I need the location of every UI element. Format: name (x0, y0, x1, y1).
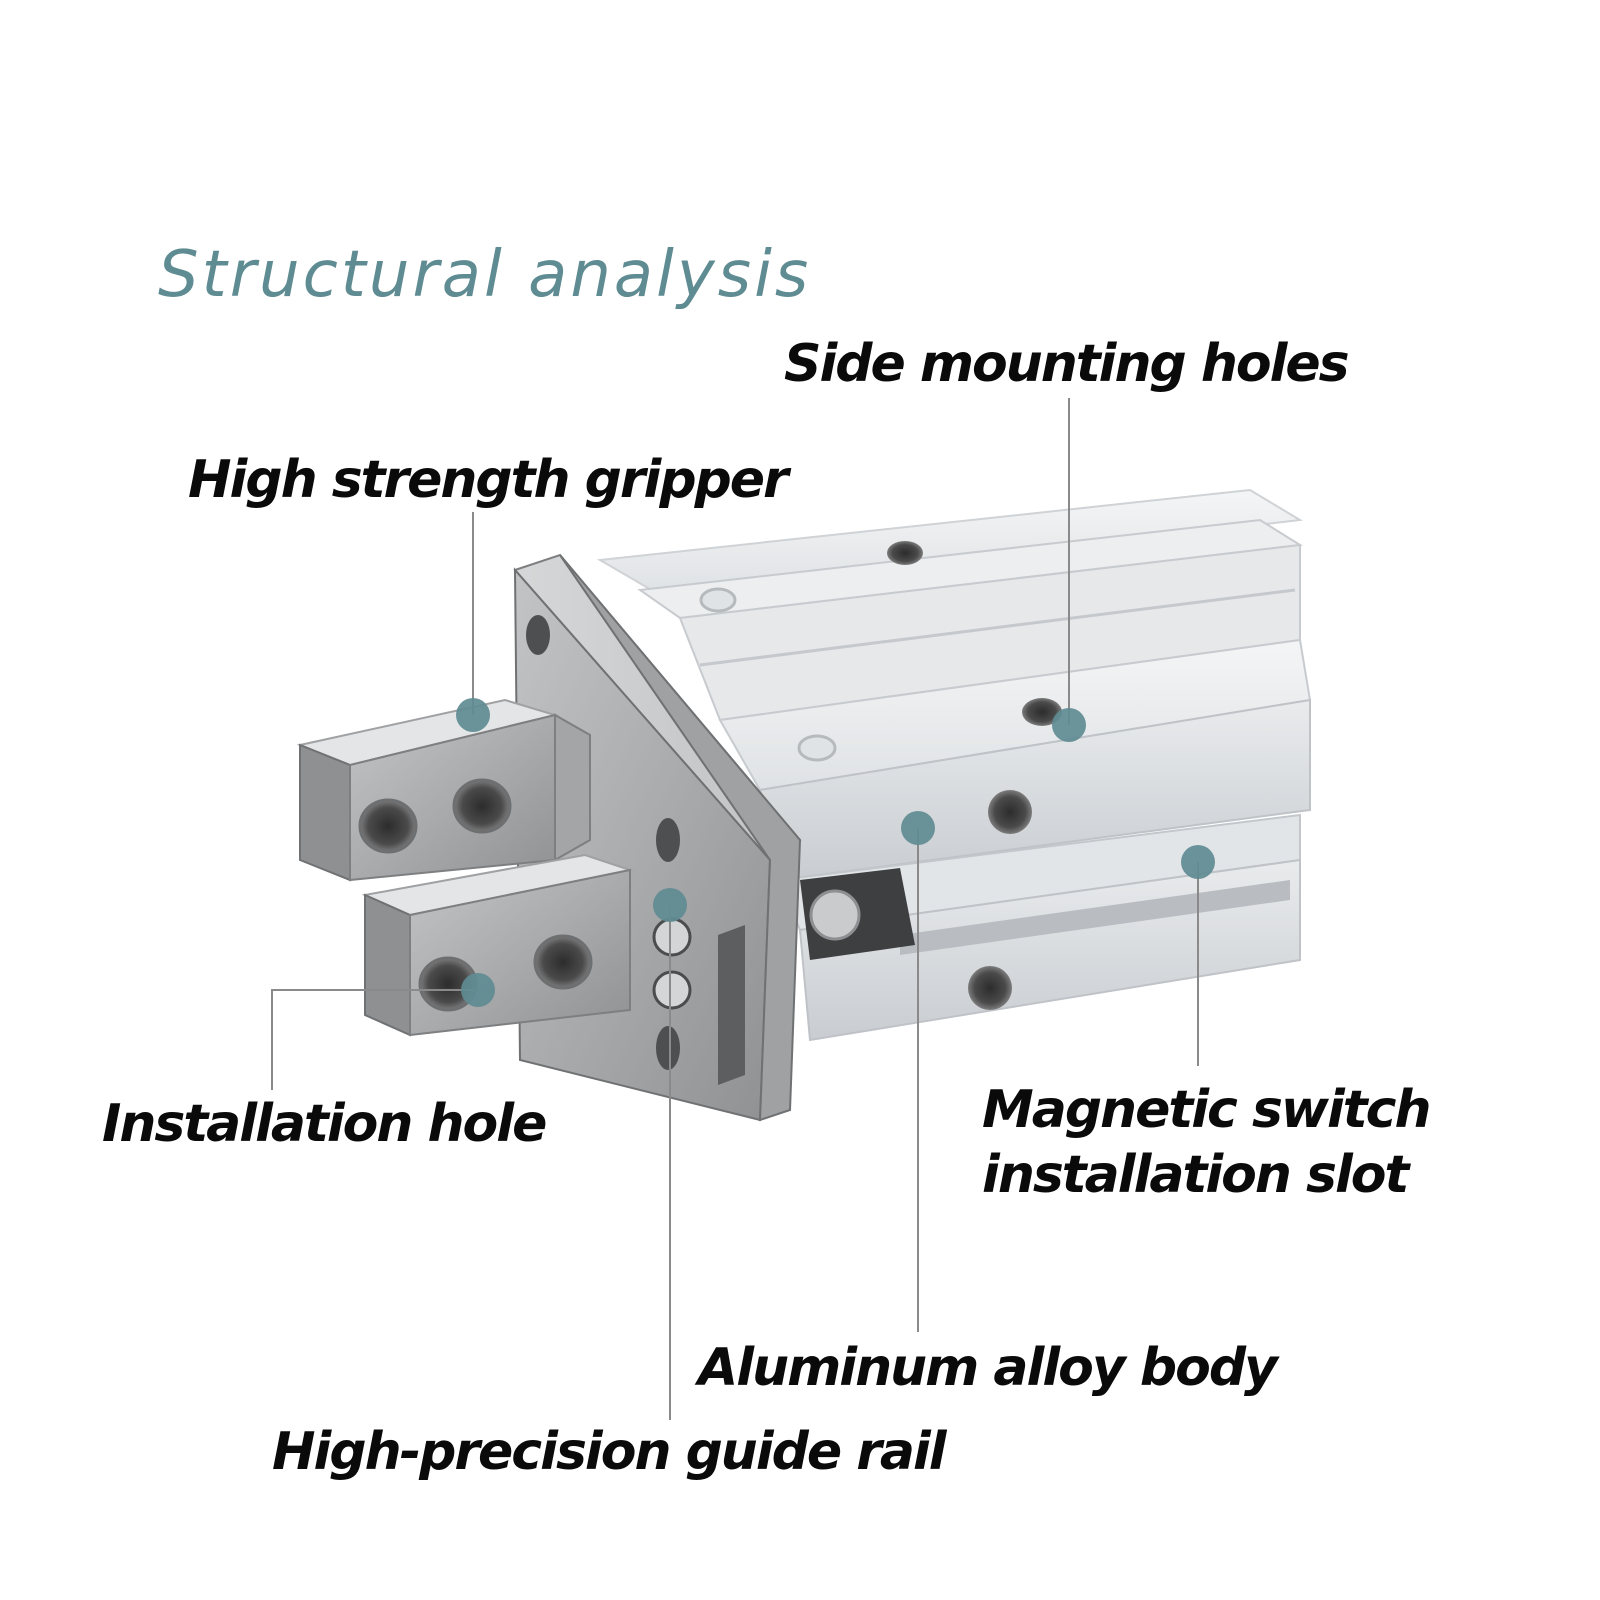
label-side-mounting-holes: Side mounting holes (784, 334, 1350, 394)
label-installation-hole: Installation hole (102, 1094, 547, 1154)
label-magnetic-switch-slot: Magnetic switch installation slot (982, 1078, 1431, 1208)
body-holes (699, 541, 1062, 1010)
leader-lines (271, 398, 1199, 1420)
label-magnetic-switch-line2: installation slot (982, 1145, 1409, 1205)
callout-markers (456, 698, 1215, 1007)
marker-installation-hole (461, 973, 495, 1007)
diagram-title: Structural analysis (158, 238, 812, 312)
label-high-strength-gripper: High strength gripper (188, 450, 789, 510)
upper-gripper-jaw (296, 698, 591, 882)
marker-guide-rail (653, 888, 687, 922)
marker-magnetic-switch (1181, 845, 1215, 879)
marker-aluminum-body (901, 811, 935, 845)
aluminum-body-lower (778, 813, 1301, 1042)
leader-line-installation-hole (271, 989, 478, 1090)
lower-gripper-jaw (361, 853, 634, 1037)
marker-side-mounting (1052, 708, 1086, 742)
label-magnetic-switch-line1: Magnetic switch (982, 1080, 1431, 1140)
aluminum-body-upper (596, 488, 1312, 882)
label-aluminum-alloy-body: Aluminum alloy body (698, 1338, 1278, 1398)
label-high-precision-guide-rail: High-precision guide rail (272, 1422, 947, 1482)
marker-gripper (456, 698, 490, 732)
